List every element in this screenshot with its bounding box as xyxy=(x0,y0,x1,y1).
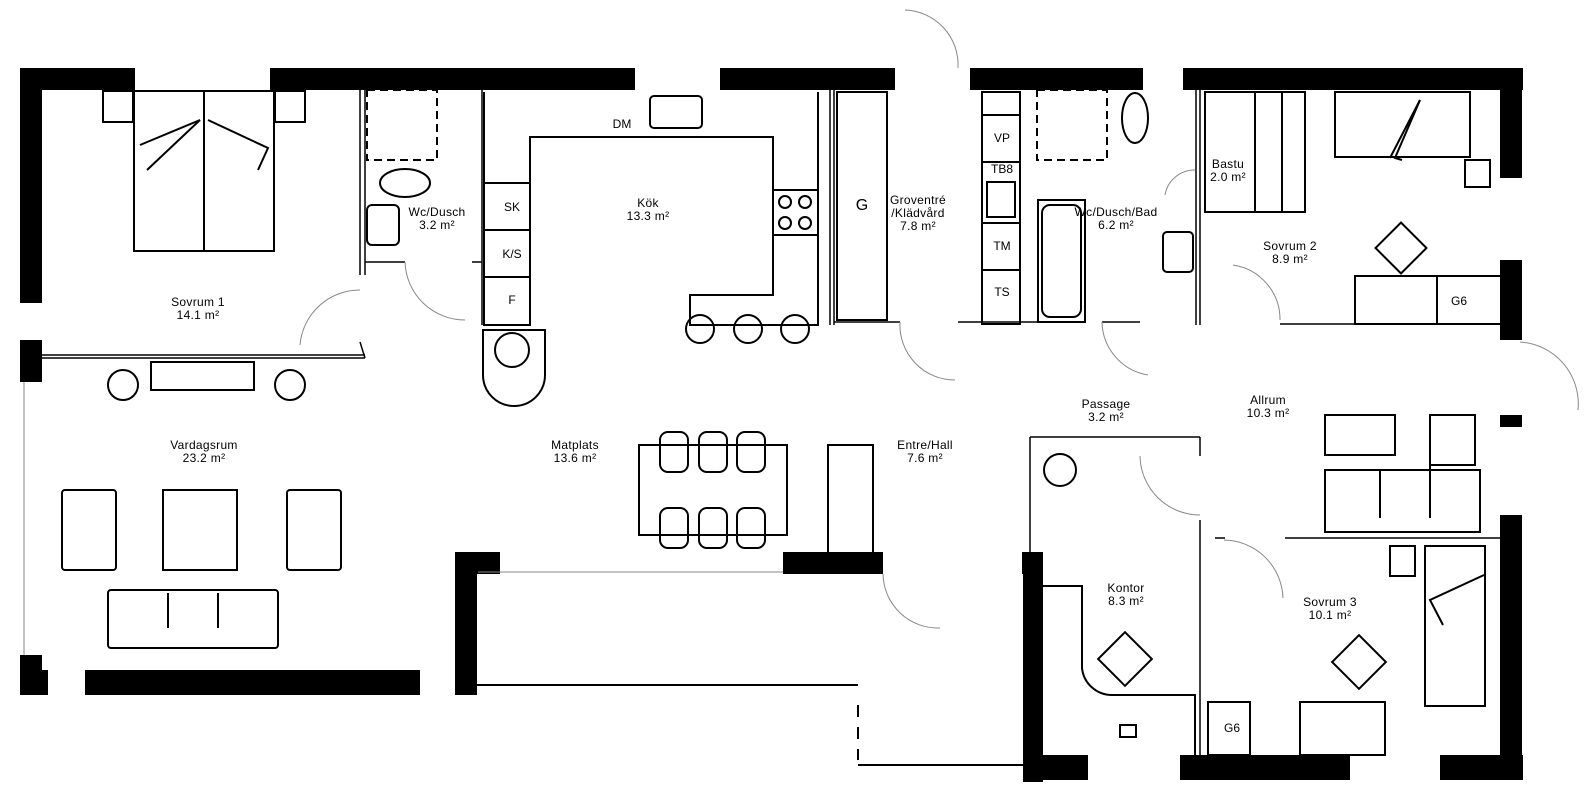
glass-wall xyxy=(477,684,1023,766)
furniture xyxy=(61,89,1506,756)
fixture-g6-sovrum2: G6 xyxy=(1450,294,1468,308)
fixture-dishwasher: DM xyxy=(612,117,632,131)
fixture-freezer: F xyxy=(508,293,516,307)
fixture-tm: TM xyxy=(993,239,1011,253)
fixture-wardrobe-g: G xyxy=(855,197,869,214)
exterior-walls xyxy=(20,68,1523,782)
fixture-g6-sovrum3: G6 xyxy=(1223,721,1241,735)
fixture-ts: TS xyxy=(994,285,1010,299)
fixture-fridge-freezer: K/S xyxy=(502,247,522,261)
fixture-tb8: TB8 xyxy=(990,162,1014,176)
fixture-vp: VP xyxy=(993,131,1011,145)
interior-walls xyxy=(42,90,1500,755)
doors xyxy=(23,9,1579,655)
fixture-sk: SK xyxy=(503,200,521,214)
